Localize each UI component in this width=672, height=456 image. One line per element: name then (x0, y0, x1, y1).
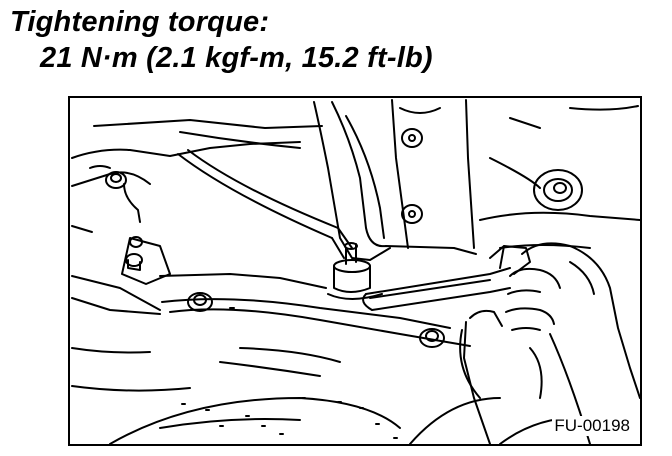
hand-icon (459, 242, 640, 444)
torque-value: 21 N·m (2.1 kgf-m, 15.2 ft-lb) (40, 42, 433, 74)
wrench-icon (362, 245, 531, 311)
bracket (121, 236, 171, 285)
floor-contours (109, 347, 401, 444)
tightening-bolt (327, 242, 383, 300)
mounting-hole (533, 169, 583, 211)
bolt-icon (187, 292, 213, 312)
fuel-tank-panel (313, 99, 477, 261)
fuel-hose (177, 149, 353, 259)
chassis-frame (71, 119, 323, 311)
frame-rail (71, 273, 471, 392)
bolt-icon (105, 171, 127, 189)
torque-label: Tightening torque: (10, 6, 270, 38)
figure-id: FU-00198 (552, 416, 632, 436)
body-contours (479, 105, 640, 249)
line-drawing (71, 99, 640, 444)
torque-heading: Tightening torque: 21 N·m (2.1 kgf-m, 15… (10, 4, 433, 76)
illustration-frame: FU-00198 (68, 96, 642, 446)
surface-marks (181, 307, 398, 439)
bolt-icon (419, 328, 445, 348)
